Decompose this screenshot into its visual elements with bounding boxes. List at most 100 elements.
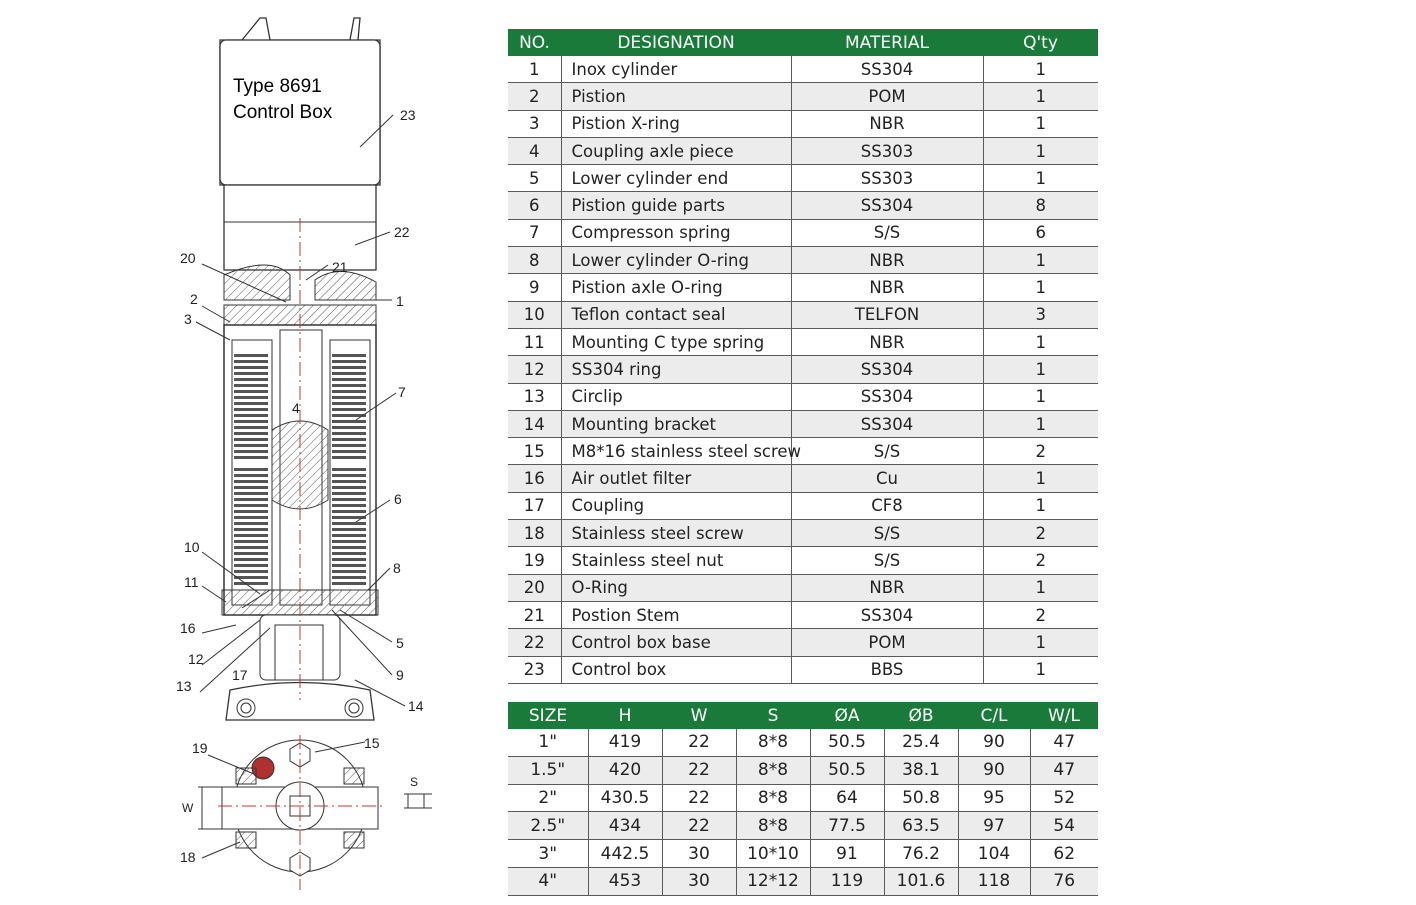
h-value: 430.5 [587, 784, 662, 813]
callout-1: 1 [396, 293, 404, 309]
ob-value: 38.1 [883, 756, 958, 785]
part-qty: 1 [982, 383, 1098, 411]
box-title-line1: Type 8691 [233, 76, 322, 97]
header-w: W [662, 702, 736, 729]
header-cl: C/L [958, 702, 1030, 729]
callout-5: 5 [396, 635, 404, 651]
part-designation: Control box [560, 656, 791, 684]
w-value: 30 [661, 867, 736, 896]
part-designation: Inox cylinder [560, 56, 791, 84]
oa-value: 77.5 [809, 811, 884, 841]
part-designation: Air outlet filter [560, 464, 791, 493]
part-material: NBR [790, 574, 983, 602]
part-qty: 1 [982, 410, 1098, 439]
parts-header-row: NO. DESIGNATION MATERIAL Q'ty [508, 29, 1098, 56]
part-designation: Stainless steel screw [560, 519, 791, 548]
part-no: 10 [508, 301, 561, 329]
cl-value: 104 [957, 839, 1030, 868]
callout-22: 22 [394, 224, 410, 240]
callout-21: 21 [332, 259, 348, 275]
h-value: 434 [587, 811, 662, 841]
cl-value: 118 [957, 867, 1030, 896]
part-material: SS304 [790, 56, 983, 84]
wl-value: 47 [1029, 729, 1098, 757]
part-no: 7 [508, 219, 561, 248]
oa-value: 50.5 [809, 729, 884, 757]
wl-value: 47 [1029, 756, 1098, 785]
header-oa: ØA [810, 702, 884, 729]
part-no: 9 [508, 273, 561, 302]
size-value: 4" [508, 867, 588, 896]
part-material: SS304 [790, 410, 983, 439]
callout-14: 14 [408, 698, 424, 714]
size-value: 1.5" [508, 756, 588, 785]
part-material: POM [790, 628, 983, 657]
part-no: 14 [508, 410, 561, 439]
size-value: 3" [508, 839, 588, 868]
part-designation: Control box base [560, 628, 791, 657]
oa-value: 50.5 [809, 756, 884, 785]
wl-value: 76 [1029, 867, 1098, 896]
part-no: 1 [508, 56, 561, 84]
part-material: SS303 [790, 164, 983, 193]
w-value: 30 [661, 839, 736, 868]
part-material: S/S [790, 546, 983, 575]
part-material: NBR [790, 328, 983, 357]
part-designation: Pistion [560, 82, 791, 111]
part-designation: Teflon contact seal [560, 301, 791, 329]
part-qty: 6 [982, 219, 1098, 248]
s-value: 10*10 [735, 839, 810, 868]
part-designation: Mounting bracket [560, 410, 791, 439]
h-value: 419 [587, 729, 662, 757]
header-qty: Q'ty [983, 29, 1098, 56]
part-no: 12 [508, 355, 561, 384]
part-designation: Lower cylinder end [560, 164, 791, 193]
callout-w: W [182, 801, 194, 815]
callout-3: 3 [184, 311, 192, 327]
callout-11: 11 [184, 574, 199, 590]
oa-value: 119 [809, 867, 884, 896]
s-value: 8*8 [735, 811, 810, 841]
callout-15: 15 [364, 735, 380, 751]
part-qty: 1 [982, 110, 1098, 138]
w-value: 22 [661, 756, 736, 785]
part-no: 23 [508, 656, 561, 684]
s-value: 8*8 [735, 784, 810, 813]
ob-value: 25.4 [883, 729, 958, 757]
w-value: 22 [661, 811, 736, 841]
callout-4: 4 [292, 400, 300, 416]
cl-value: 90 [957, 729, 1030, 757]
part-material: S/S [790, 437, 983, 466]
part-material: BBS [790, 656, 983, 684]
h-value: 453 [587, 867, 662, 896]
part-no: 22 [508, 628, 561, 657]
part-designation: Mounting C type spring [560, 328, 791, 357]
part-material: NBR [790, 273, 983, 302]
callout-19: 19 [192, 740, 208, 756]
part-designation: Compresson spring [560, 219, 791, 248]
part-qty: 1 [982, 492, 1098, 521]
part-qty: 8 [982, 191, 1098, 220]
part-no: 19 [508, 546, 561, 575]
actuator-cross-section: Type 8691 Control Box [176, 17, 432, 890]
box-title-line2: Control Box [233, 102, 333, 123]
part-qty: 1 [982, 246, 1098, 275]
size-value: 2.5" [508, 811, 588, 841]
part-no: 4 [508, 137, 561, 166]
